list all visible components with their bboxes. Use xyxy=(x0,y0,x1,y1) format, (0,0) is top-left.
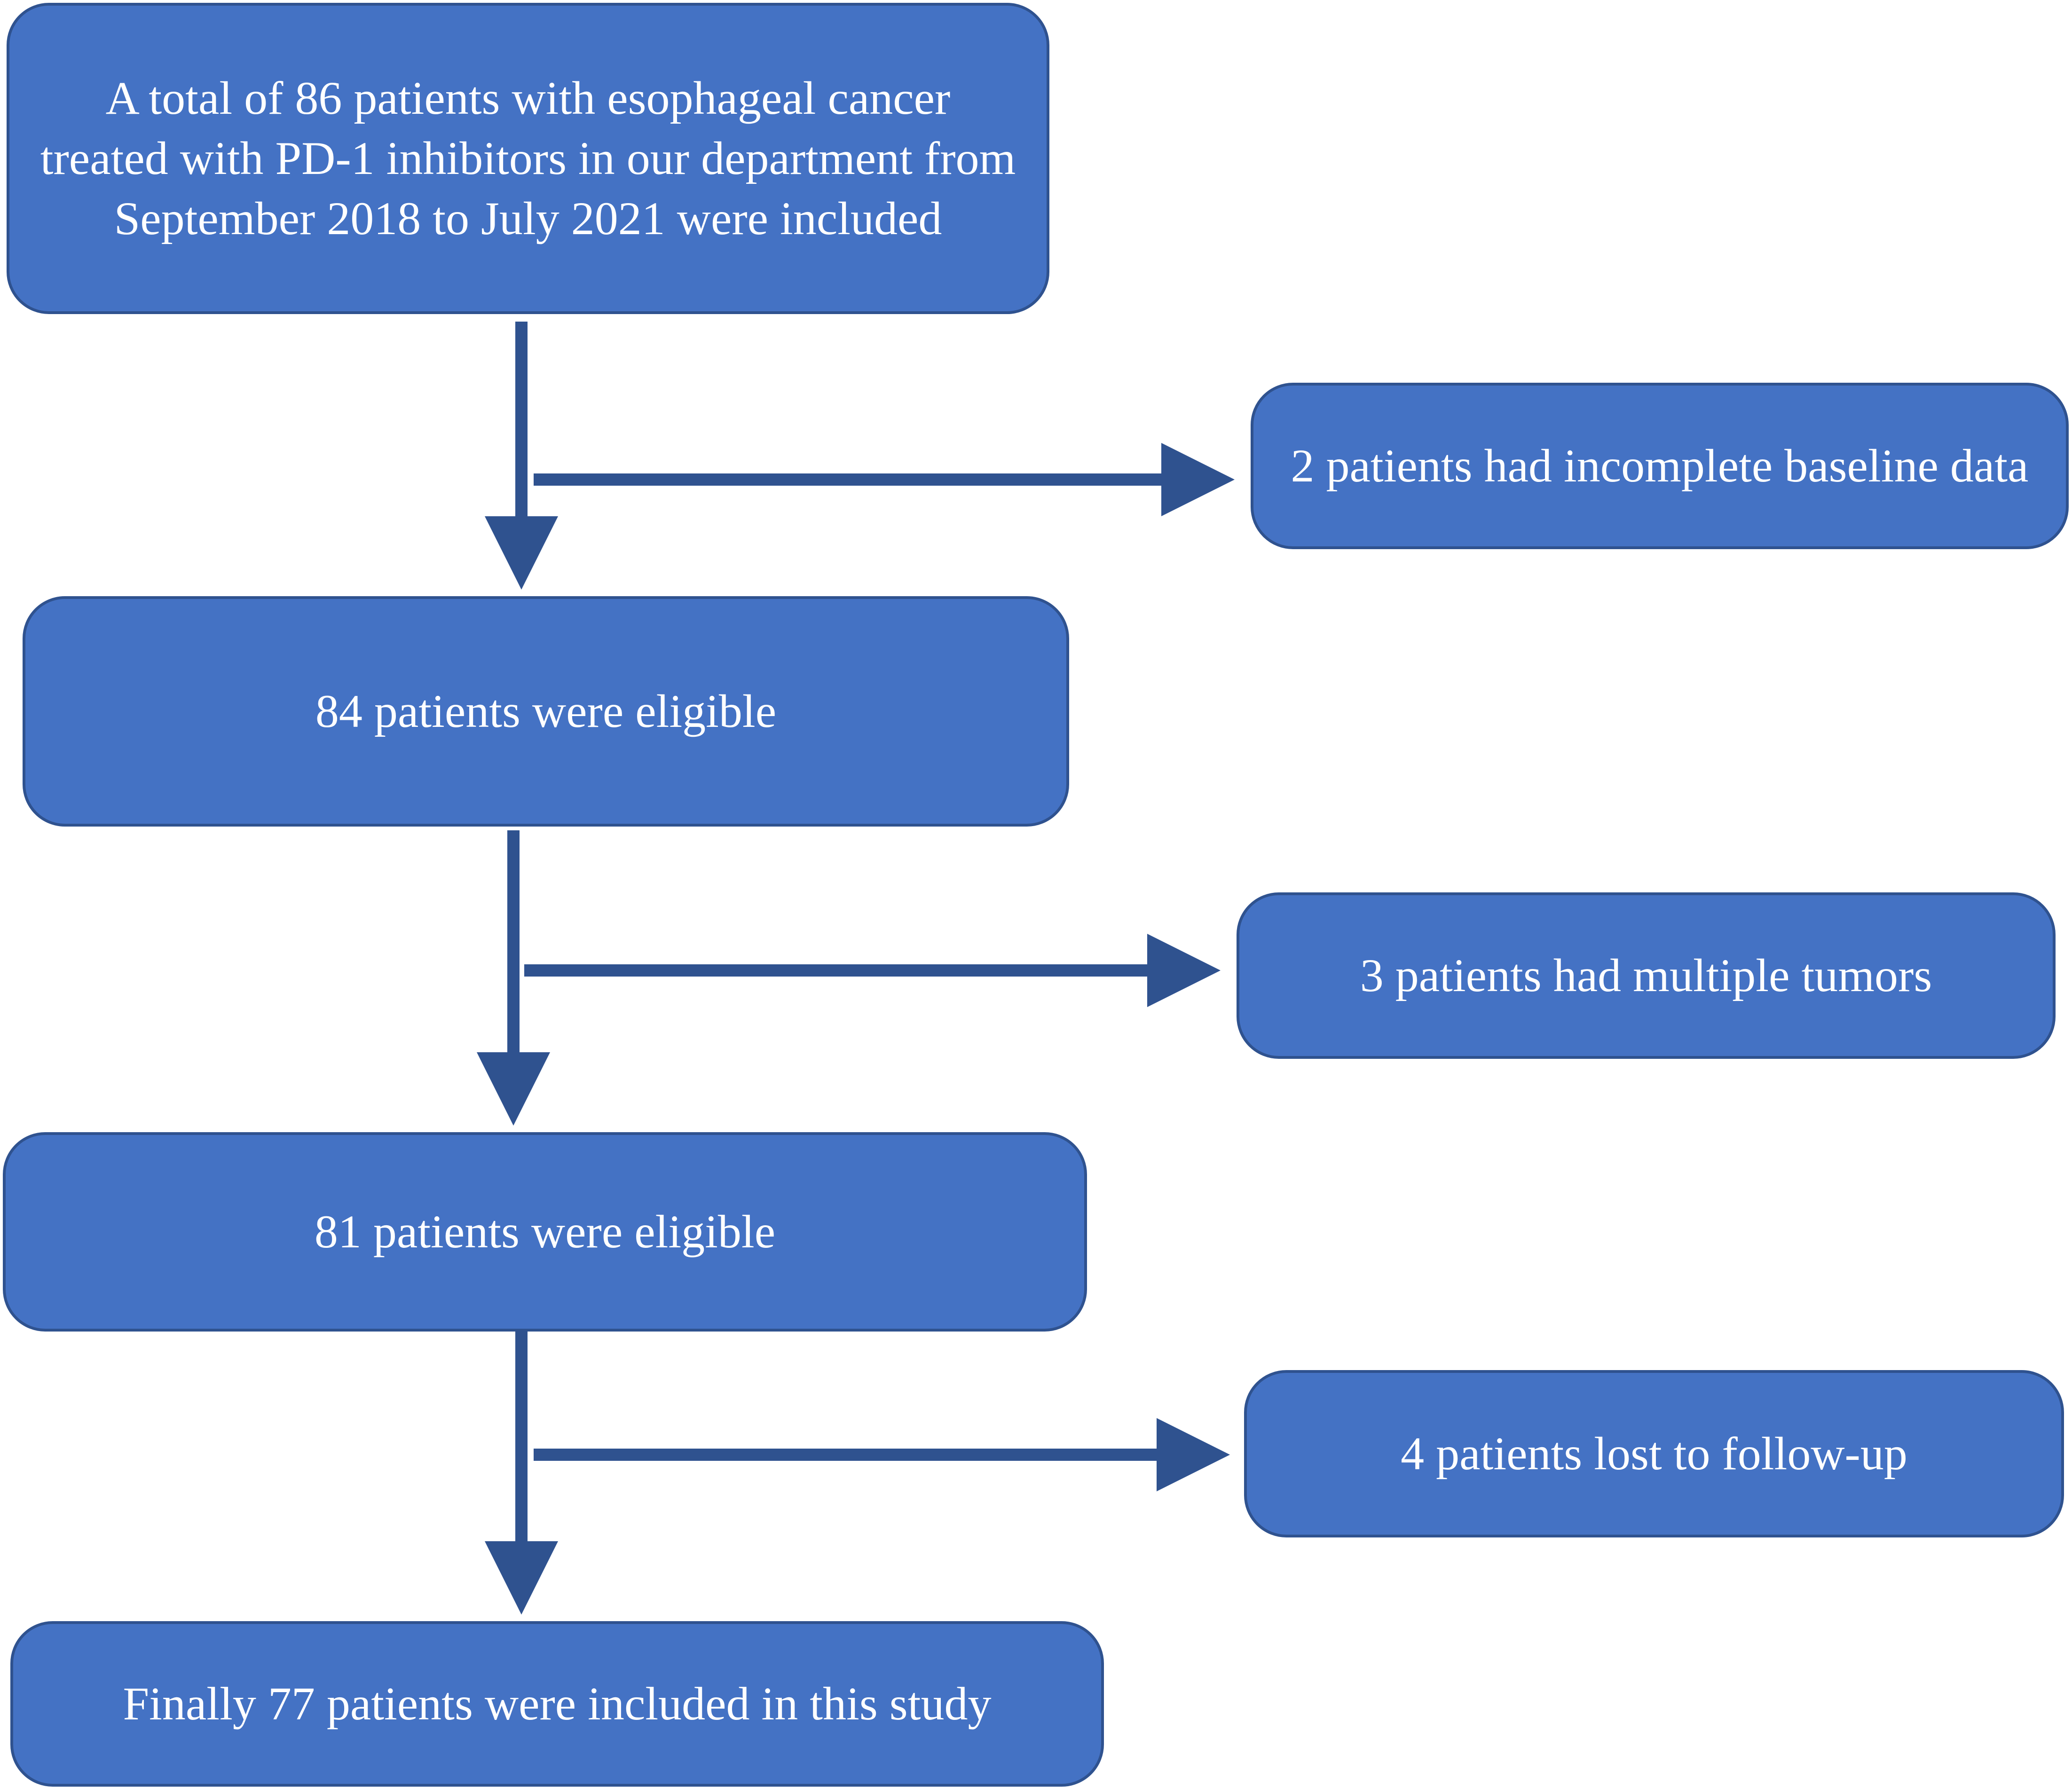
exclusion-text-lost-follow-up: 4 patients lost to follow-up xyxy=(1401,1427,1907,1480)
step-box-eligible-84: 84 patients were eligible xyxy=(23,596,1069,827)
step-text-eligible-81: 81 patients were eligible xyxy=(314,1206,776,1258)
step-text-initial-cohort: A total of 86 patients with esophageal c… xyxy=(40,72,1016,244)
step-box-eligible-81: 81 patients were eligible xyxy=(3,1132,1087,1332)
exclusion-text-incomplete-data: 2 patients had incomplete baseline data xyxy=(1291,440,2029,492)
exclusion-box-incomplete-data: 2 patients had incomplete baseline data xyxy=(1251,383,2069,549)
exclusion-text-multiple-tumors: 3 patients had multiple tumors xyxy=(1360,949,1932,1001)
step-box-final-cohort: Finally 77 patients were included in thi… xyxy=(10,1621,1104,1787)
step-box-initial-cohort: A total of 86 patients with esophageal c… xyxy=(7,3,1049,314)
exclusion-box-multiple-tumors: 3 patients had multiple tumors xyxy=(1237,892,2056,1059)
step-text-eligible-84: 84 patients were eligible xyxy=(315,685,777,737)
exclusion-box-lost-follow-up: 4 patients lost to follow-up xyxy=(1244,1370,2064,1537)
step-text-final-cohort: Finally 77 patients were included in thi… xyxy=(123,1678,992,1730)
